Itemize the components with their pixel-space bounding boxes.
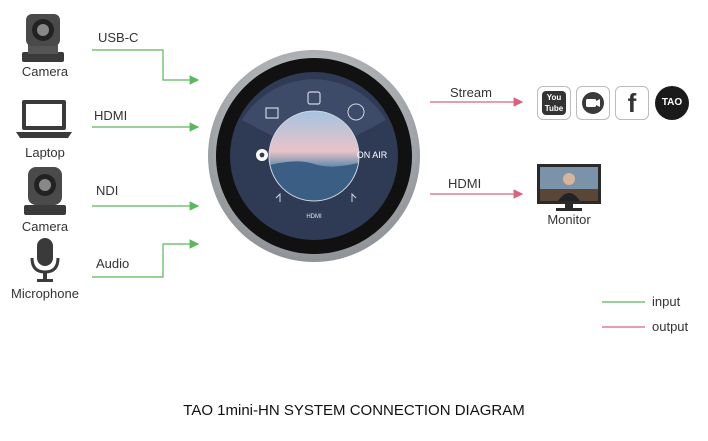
settings-gear-icon [256, 149, 268, 161]
screen-hdmi-label: HDMI [306, 214, 322, 220]
input-arrow-icon [275, 192, 281, 202]
legend-input-label: input [652, 294, 681, 309]
connection-label-hdmi-out: HDMI [448, 176, 482, 191]
device-label-monitor: Monitor [547, 212, 591, 227]
laptop-device [14, 98, 74, 147]
monitor-device [536, 163, 602, 218]
mode-icon [347, 103, 365, 121]
tao-device: ON AIR HDMI [208, 50, 420, 262]
connection-label-stream: Stream [450, 85, 492, 100]
device-label-microphone: Microphone [11, 286, 79, 301]
legend-output-label: output [652, 319, 689, 334]
connection-label-hdmi-in: HDMI [94, 108, 128, 123]
tao-icon: TAO [655, 86, 689, 120]
connection-label-ndi: NDI [96, 183, 119, 198]
ptz-camera-icon [22, 14, 64, 62]
on-air-label: ON AIR [357, 150, 388, 160]
camera-ndi-device [18, 165, 72, 222]
device-label-laptop: Laptop [25, 145, 65, 160]
input-line-audio [92, 239, 200, 278]
microphone-icon [30, 238, 60, 282]
laptop-icon [16, 100, 72, 138]
youtube-logo-text: You Tube [542, 91, 566, 115]
microphone-device [28, 236, 62, 289]
facebook-icon: f [615, 86, 649, 120]
input-line-usbc [92, 49, 200, 85]
zoom-icon [576, 86, 610, 120]
device-label-camera-1: Camera [21, 64, 69, 79]
connection-label-usbc: USB-C [98, 30, 139, 45]
output-arrow-icon [351, 192, 357, 202]
ptz-camera-icon [24, 167, 66, 215]
device-label-camera-2: Camera [21, 219, 69, 234]
connection-label-audio: Audio [96, 256, 130, 271]
record-icon [307, 91, 321, 105]
cast-icon [265, 107, 279, 119]
youtube-icon: You Tube [537, 86, 571, 120]
screen-landscape-image [269, 111, 359, 201]
camera-usbc-device [14, 10, 72, 69]
diagram-caption: TAO 1mini-HN SYSTEM CONNECTION DIAGRAM [183, 402, 525, 419]
monitor-icon [537, 164, 601, 211]
